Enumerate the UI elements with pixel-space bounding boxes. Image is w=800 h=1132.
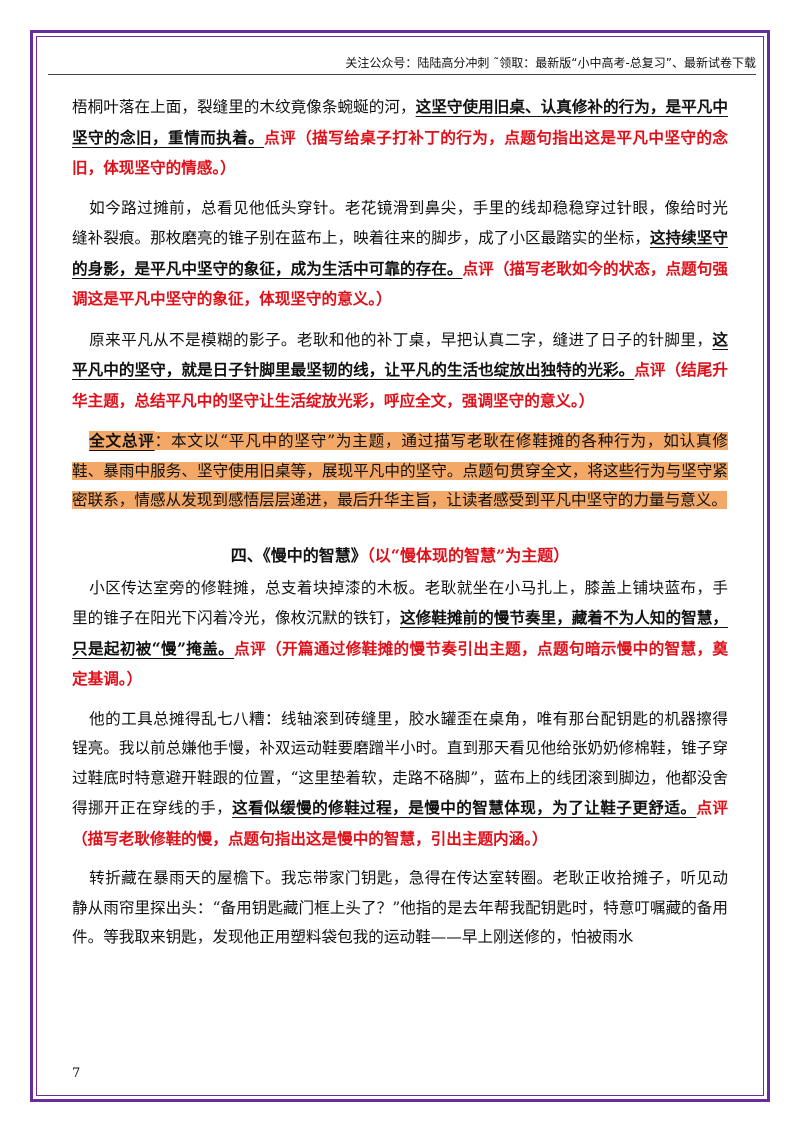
summary-label: 全文总评 — [89, 431, 155, 450]
comment: 点评（描写老耿如今的状态，点题句强调这是平凡中坚守的象征，体现坚守的意义。） — [72, 258, 728, 309]
section-title: 四、《慢中的智慧》（以“慢体现的智慧”为主题） — [72, 542, 728, 566]
page-number: 7 — [72, 1066, 81, 1081]
paragraph: 梧桐叶落在上面，裂缝里的木纹竟像条蜿蜒的河，这坚守使用旧桌、认真修补的行为，是平… — [72, 92, 728, 184]
comment: 点评（结尾升华主题，总结平凡中的坚守让生活绽放光彩，呼应全文，强调坚守的意义。） — [72, 360, 728, 410]
section-heading: 四、《慢中的智慧》 — [230, 545, 367, 565]
body-text: 他的工具总摊得乱七八糟：线轴滚到砖缝里，胶水罐歪在桌角，唯有那台配钥匙的机器擦得… — [72, 709, 728, 818]
body-text: 小区传达室旁的修鞋摊，总支着块掉漆的木板。老耿就坐在小马扎上，膝盖上铺块蓝布，手… — [72, 578, 728, 628]
paragraph: 转折藏在暴雨天的屋檐下。我忘带家门钥匙，急得在传达室转圈。老耿正收拾摊子，听见动… — [72, 864, 728, 953]
paragraph: 小区传达室旁的修鞋摊，总支着块掉漆的木板。老耿就坐在小马扎上，膝盖上铺块蓝布，手… — [72, 574, 728, 695]
section-subtitle: （以“慢体现的智慧”为主题） — [366, 545, 570, 565]
comment: 点评（描写老耿修鞋的慢，点题句指出这是慢中的智慧，引出主题内涵。） — [72, 798, 728, 848]
body-text: 梧桐叶落在上面，裂缝里的木纹竟像条蜿蜒的河， — [72, 98, 416, 116]
comment: 点评（描写给桌子打补丁的行为，点题句指出这是平凡中坚守的念旧，体现坚守的情感。） — [72, 127, 728, 178]
summary-text: ：本文以“平凡中的坚守”为主题，通过描写老耿在修鞋摊的各种行为，如认真修鞋、暴雨… — [72, 432, 728, 509]
page-border-inner — [36, 36, 764, 1096]
paragraph: 如今路过摊前，总看见他低头穿针。老花镜滑到鼻尖，手里的线却稳稳穿过针眼，像给时光… — [72, 194, 728, 315]
key-sentence: 这坚守使用旧桌、认真修补的行为，是平凡中坚守的念旧，重情而执着。 — [72, 97, 728, 147]
page-header: 关注公众号：陆陆高分冲刺 ˜领取：最新版“小中高考-总复习”、最新试卷下载 — [345, 56, 756, 70]
body-text: 如今路过摊前，总看见他低头穿针。老花镜滑到鼻尖，手里的线却稳稳穿过针眼，像给时光… — [72, 198, 728, 248]
paragraph: 原来平凡从不是模糊的影子。老耿和他的补丁桌，早把认真二字，缝进了日子的针脚里，这… — [72, 325, 728, 417]
header-rule — [48, 74, 756, 75]
key-sentence: 这修鞋摊前的慢节奏里，藏着不为人知的智慧，只是起初被“慢”掩盖。 — [72, 608, 728, 658]
key-sentence: 这平凡中的坚守，就是日子针脚里最坚韧的线，让平凡的生活也绽放出独特的光彩。 — [72, 329, 728, 380]
page-border-outer — [30, 30, 770, 1102]
key-sentence: 这持续坚守的身影，是平凡中坚守的象征，成为生活中可靠的存在。 — [72, 228, 728, 278]
comment: 点评（开篇通过修鞋摊的慢节奏引出主题，点题句暗示慢中的智慧，奠定基调。） — [72, 638, 728, 689]
document-body: 梧桐叶落在上面，裂缝里的木纹竟像条蜿蜒的河，这坚守使用旧桌、认真修补的行为，是平… — [72, 92, 728, 963]
summary-paragraph: 全文总评：本文以“平凡中的坚守”为主题，通过描写老耿在修鞋摊的各种行为，如认真修… — [72, 426, 728, 516]
body-text: 原来平凡从不是模糊的影子。老耿和他的补丁桌，早把认真二字，缝进了日子的针脚里， — [89, 330, 713, 349]
paragraph: 他的工具总摊得乱七八糟：线轴滚到砖缝里，胶水罐歪在桌角，唯有那台配钥匙的机器擦得… — [72, 705, 728, 855]
body-text: 转折藏在暴雨天的屋檐下。我忘带家门钥匙，急得在传达室转圈。老耿正收拾摊子，听见动… — [72, 869, 728, 946]
key-sentence: 这看似缓慢的修鞋过程，是慢中的智慧体现，为了让鞋子更舒适。 — [232, 798, 697, 817]
